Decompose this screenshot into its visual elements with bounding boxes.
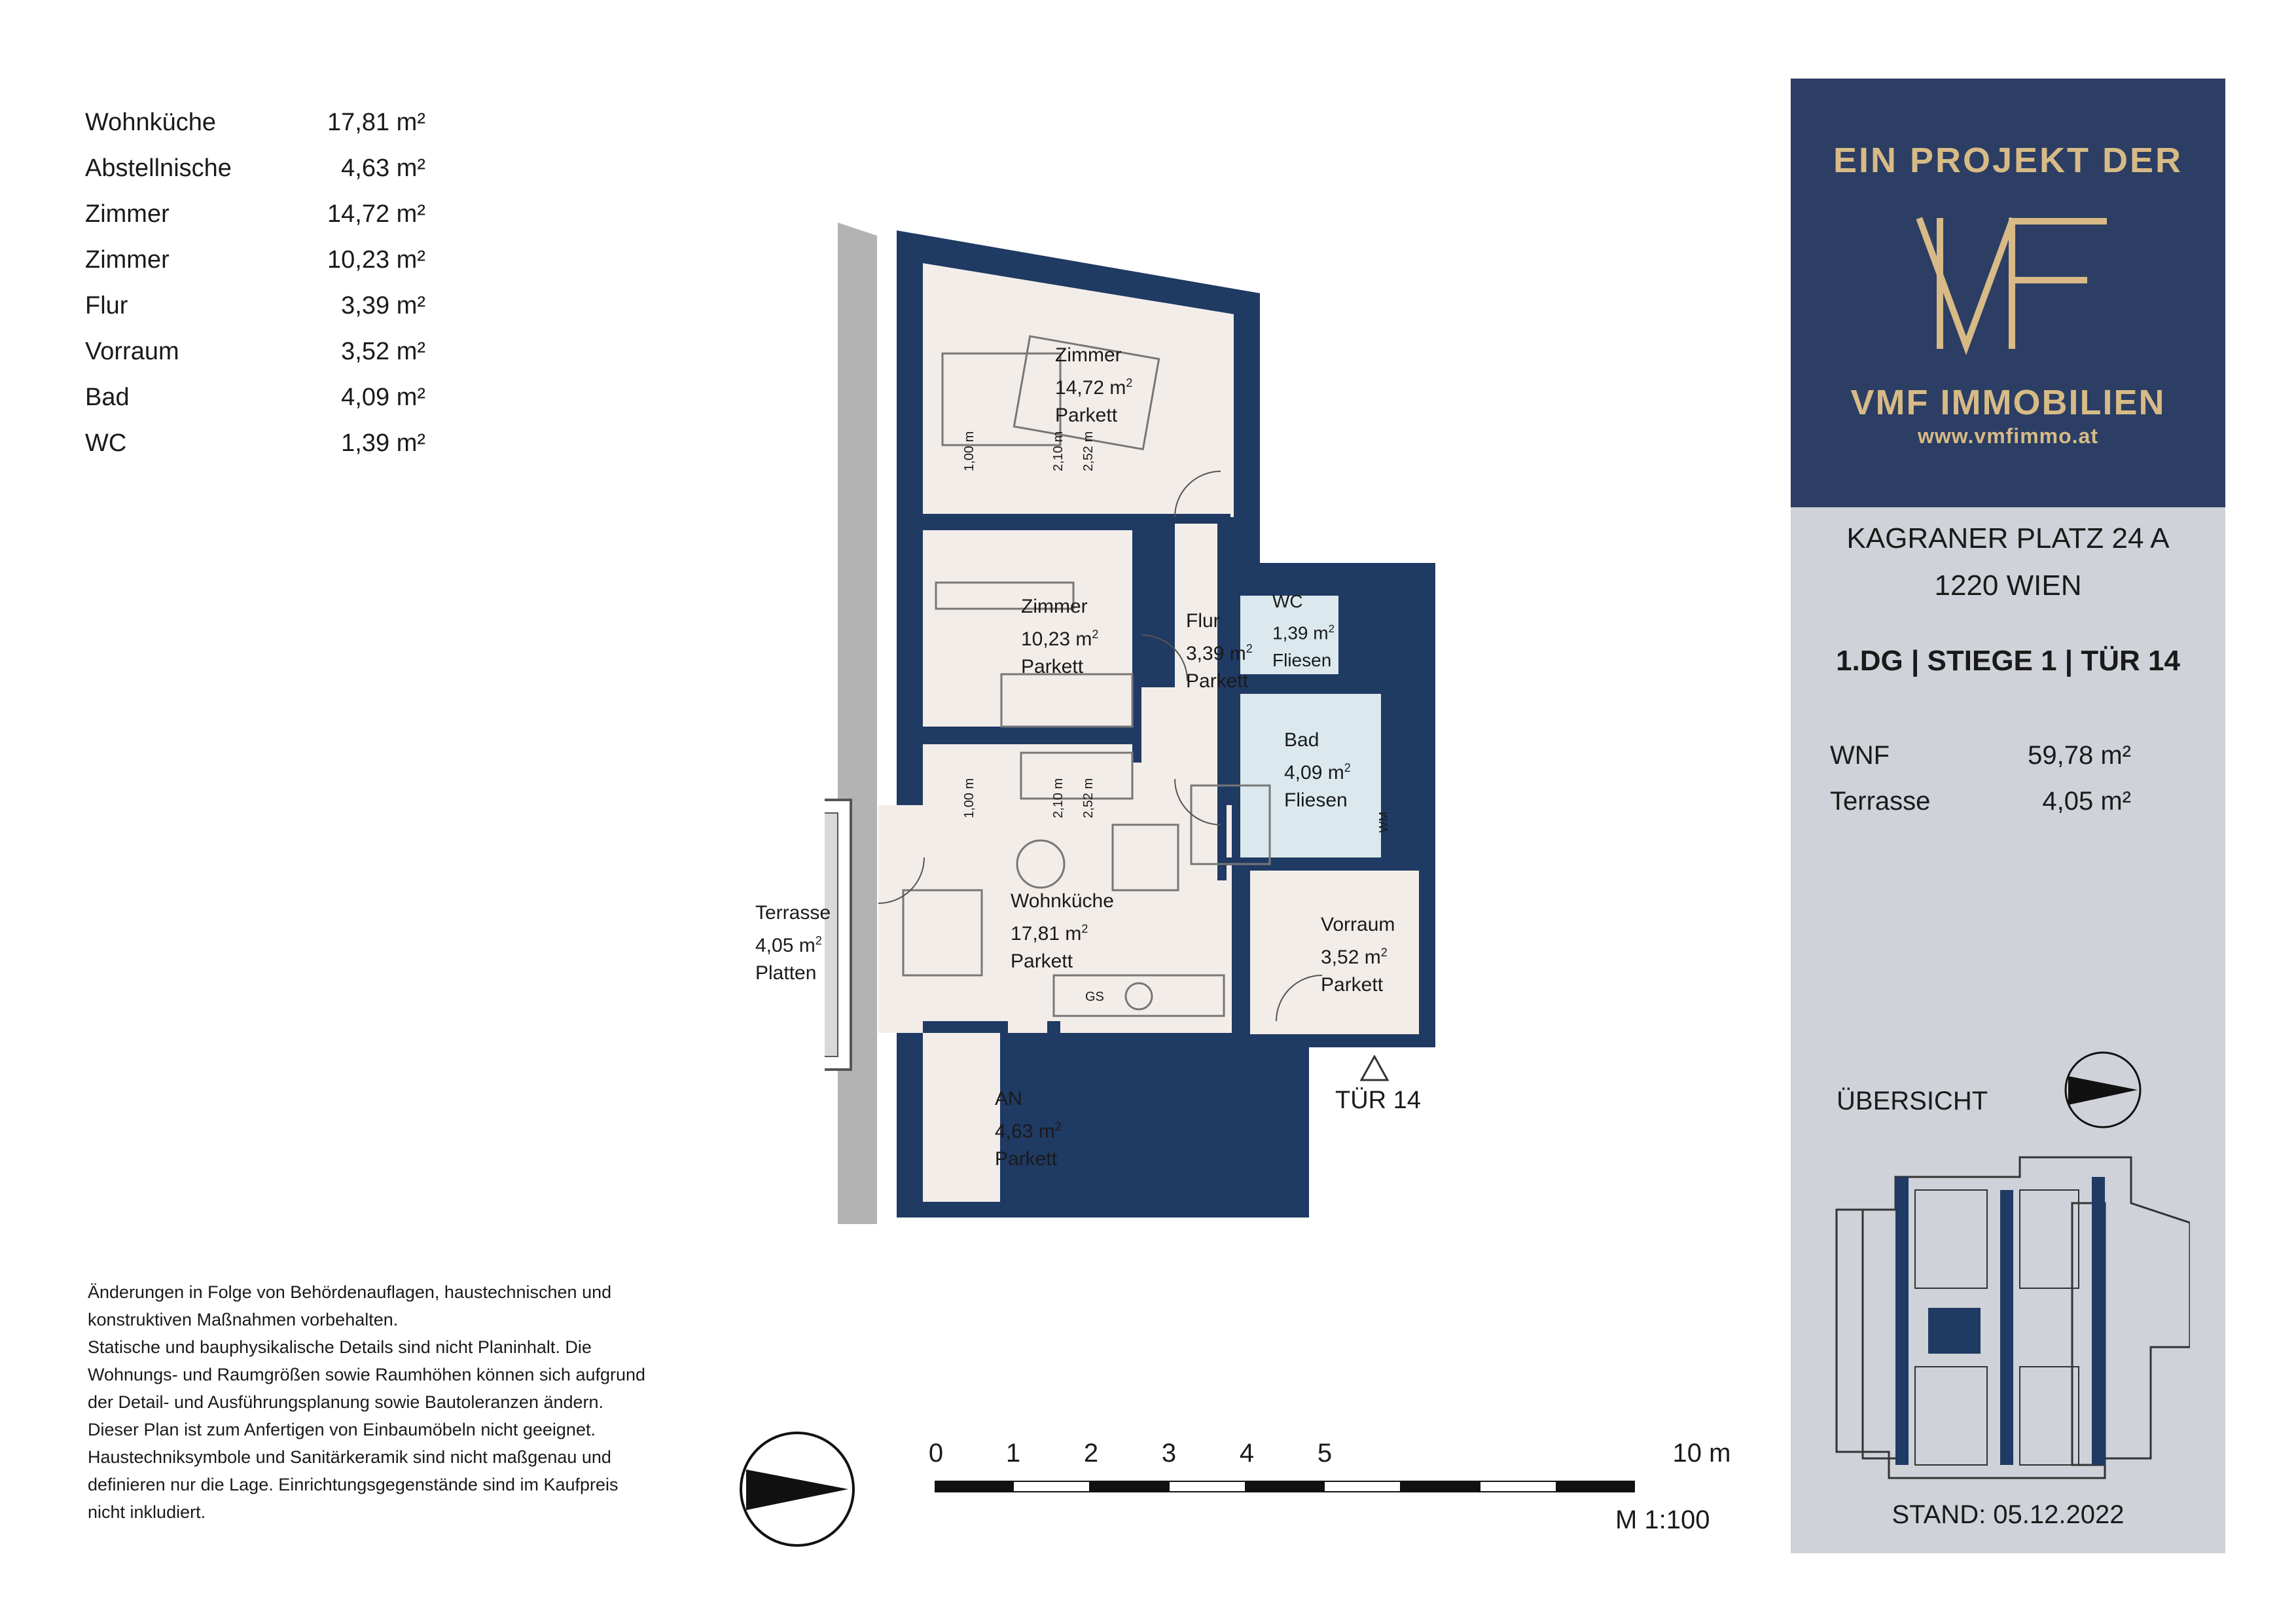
room-wc: WC 1,39 m2 Fliesen [1272,591,1335,671]
brand-url: www.vmfimmo.at [1918,424,2098,448]
area-room-name: Zimmer [85,200,170,228]
scale-segment [1012,1481,1090,1492]
room-zimmer-2: Zimmer 10,23 m2 Parkett [1021,596,1099,677]
height-3-kueche: 2,52 m [1081,778,1096,818]
brand-panel [1791,79,2225,507]
scale-tick-label: 1 [1005,1439,1021,1468]
area-row: Vorraum 3,52 m² [85,329,425,374]
scale-ticks: 0 1 2 3 4 5 10 m [0,1439,2296,1471]
area-row: Flur 3,39 m² [85,283,425,329]
area-row: Wohnküche 17,81 m² [85,99,425,145]
north-arrow-icon [740,1432,855,1547]
area-row: Zimmer 10,23 m² [85,237,425,283]
area-row: Abstellnische 4,63 m² [85,145,425,191]
height-1-zimmer: 1,00 m [962,431,977,471]
height-1-kueche: 1,00 m [962,778,977,818]
area-room-value: 4,63 m² [341,154,425,182]
door-label: TÜR 14 [1335,1087,1421,1114]
area-room-name: Flur [85,291,128,319]
area-room-value: 17,81 m² [327,108,425,136]
room-floors [878,263,1419,1202]
height-2-kueche: 2,10 m [1051,778,1066,818]
area-row: WC 1,39 m² [85,420,425,466]
room-an: AN 4,63 m2 Parkett [995,1088,1062,1170]
scale-segment [1168,1481,1246,1492]
neighbour-wall [838,223,877,1224]
scale-segment [1323,1481,1402,1492]
address-street: KAGRANER PLATZ 24 A [1846,522,2170,554]
scale-segment [1557,1481,1636,1492]
plan-date: STAND: 05.12.2022 [1892,1500,2125,1529]
inner-walls [923,514,1390,1218]
scale-tick-label: 4 [1239,1439,1255,1468]
scale-tick-label: 0 [928,1439,944,1468]
brand-tagline: EIN PROJEKT DER [1833,141,2183,180]
scale-note: M 1:100 [1615,1506,1710,1534]
scale-tick-label: 5 [1317,1439,1333,1468]
bath-floor [1240,694,1381,857]
entrance-arrow-icon [1360,1055,1389,1081]
room-bad: Bad 4,09 m2 Fliesen [1284,729,1351,811]
room-terrasse: Terrasse 4,05 m2 Platten [755,902,831,984]
area-room-value: 3,52 m² [341,337,425,365]
area-room-value: 1,39 m² [341,429,425,457]
floor-plan [825,223,1435,1224]
area-room-name: Abstellnische [85,154,232,182]
scale-segment [1479,1481,1558,1492]
overview-label: ÜBERSICHT [1837,1087,1988,1115]
area-room-name: WC [85,429,127,457]
address-city: 1220 WIEN [1934,569,2082,602]
unit-identifier: 1.DG | STIEGE 1 | TÜR 14 [1836,645,2180,677]
area-row: Bad 4,09 m² [85,374,425,420]
furniture [902,334,1271,1017]
disclaimer-text: Änderungen in Folge von Behördenauflagen… [88,1282,646,1522]
area-list: Wohnküche 17,81 m² Abstellnische 4,63 m² Zim… [85,99,425,466]
area-room-value: 14,72 m² [327,200,425,228]
scale-segment [1246,1481,1324,1492]
area-room-value: 4,09 m² [341,383,425,411]
overview-plan [1835,1156,2190,1479]
vmf-logo-icon [1916,217,2107,355]
wc-floor [1240,596,1338,681]
overview-north-arrow-icon [2064,1051,2142,1128]
dishwasher-label: GS [1085,990,1104,1004]
scale-segment [1090,1481,1168,1492]
area-room-value: 10,23 m² [327,245,425,274]
washing-machine-label: WM [1377,812,1390,833]
room-zimmer-1: Zimmer 14,72 m2 Parkett [1055,344,1133,426]
room-flur: Flur 3,39 m2 Parkett [1186,610,1253,692]
area-room-name: Bad [85,383,130,411]
area-room-name: Vorraum [85,337,179,365]
area-room-value: 3,39 m² [341,291,425,319]
scale-segment [1401,1481,1480,1492]
area-row: Zimmer 14,72 m² [85,191,425,237]
height-3-zimmer: 2,52 m [1081,431,1096,471]
scale-tick-label: 2 [1083,1439,1099,1468]
area-room-name: Wohnküche [85,108,216,136]
height-2-zimmer: 2,10 m [1051,431,1066,471]
scale-tick-label: 10 m [1672,1439,1731,1468]
scale-bar [935,1481,1636,1492]
door-swings [878,471,1323,1022]
scale-tick-label: 3 [1161,1439,1177,1468]
room-vorraum: Vorraum 3,52 m2 Parkett [1321,914,1395,996]
room-wohnkueche: Wohnküche 17,81 m2 Parkett [1011,890,1114,972]
brand-name: VMF IMMOBILIEN [1850,383,2166,422]
scale-segment [935,1481,1013,1492]
area-room-name: Zimmer [85,245,170,274]
